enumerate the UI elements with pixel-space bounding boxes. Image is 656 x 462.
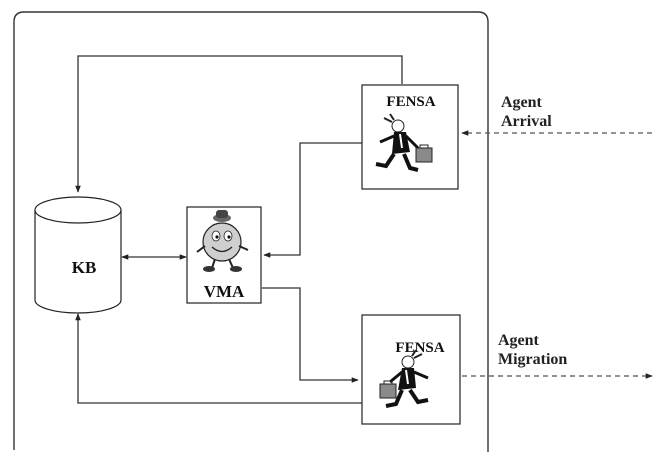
vma-node: VMA <box>186 206 262 304</box>
agent-arrival-line2: Arrival <box>501 113 552 130</box>
connector-fensa-top-to-vma <box>263 142 362 258</box>
connector-vma-to-fensa-bottom <box>262 287 359 383</box>
smiling-ball-character-icon <box>196 210 249 272</box>
agent-migration-line2: Migration <box>498 351 567 368</box>
kb-database: KB <box>34 196 122 314</box>
agent-arrival-line1: Agent <box>501 94 543 111</box>
running-agent-with-briefcase-icon <box>379 349 429 408</box>
connector-fensa-top-to-kb <box>75 55 403 193</box>
kb-label: KB <box>72 258 97 277</box>
fensa-top-label: FENSA <box>386 94 435 110</box>
fensa-bottom-label: FENSA <box>395 340 444 356</box>
agent-migration-line1: Agent <box>498 332 540 349</box>
vma-label: VMA <box>204 282 245 301</box>
system-boundary <box>13 11 489 452</box>
running-agent-with-briefcase-icon <box>375 113 433 172</box>
fensa-top-node: FENSA <box>361 84 459 190</box>
fensa-bottom-node: FENSA <box>361 314 461 425</box>
connector-fensa-bottom-to-kb <box>75 313 362 404</box>
